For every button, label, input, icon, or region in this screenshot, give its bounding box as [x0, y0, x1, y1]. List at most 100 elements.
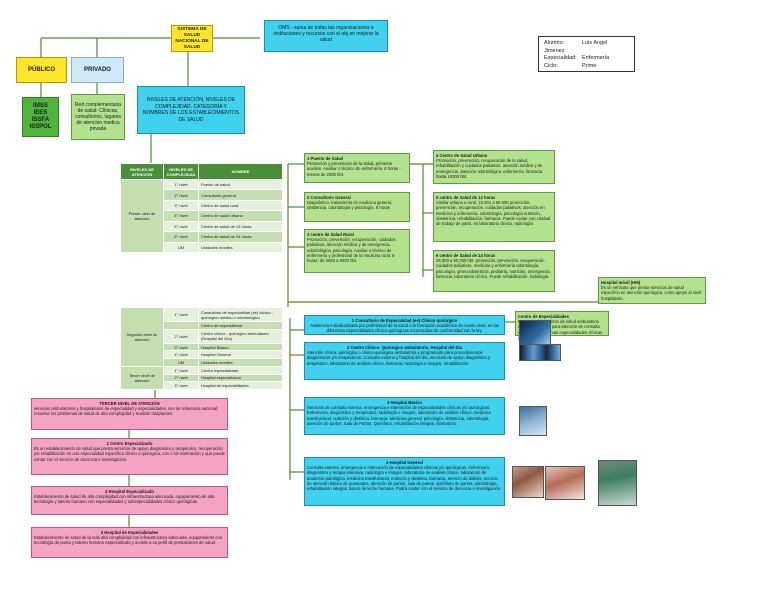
hospital-especialidades-title: 3 Hospital de Especialidades — [100, 530, 159, 535]
table-cell: 2° nivel — [163, 373, 199, 383]
centro-salud-24h-text: 25.000 a 50.000 hbt. promoción, prevenci… — [436, 258, 551, 279]
hospital-especialidades-box: 3 Hospital de Especialidades Establecimi… — [31, 527, 228, 558]
centro-clinico-box: 2 Centro Clínico- Quirúrgico ambulatorio… — [304, 342, 505, 380]
consultorio-especialidad-text: Asistencia individualizada por profesion… — [310, 323, 499, 334]
sistema-nacional-salud-label: SISTEMA DE SALUD NACIONAL DE SALUD — [175, 26, 209, 50]
hospital-general-title: 4 Hospital General — [386, 460, 423, 465]
hospital-general-box: 4 Hospital General Consulta externa, eme… — [304, 457, 505, 506]
hospital-especializado-title: 2 Hospital Especializado — [105, 489, 154, 494]
oms-box: OMS - suma de todas las organizaciones e… — [264, 20, 388, 52]
hospital-especializado-box: 2 Hospital Especializado Establecimiento… — [31, 486, 228, 515]
table-cell: Consultorio general — [198, 189, 283, 201]
hospital-movil-text: Es un vehículo que presta servicios de s… — [601, 285, 702, 301]
table-cell: 1° nivel — [163, 178, 199, 191]
publico-box: PÚBLICO — [16, 57, 67, 83]
table-cell: 3° nivel — [163, 342, 199, 352]
table-header-niveles: NIVELES DE ATENCIÓN — [120, 163, 164, 180]
hospital-basico-box: 3 Hospital Básico Servicios de consulta … — [304, 397, 505, 435]
centro-clinico-title: 2 Centro Clínico- Quirúrgico ambulatorio… — [347, 345, 462, 350]
centro-salud-12h-box: 5 centro de Salud de 12 horas Similar ur… — [433, 192, 555, 242]
centro-clinico-text: Atención clínica, quirúrgica o clínico-q… — [307, 350, 491, 366]
primer-nivel-label: Primer nivel de atención — [120, 179, 164, 253]
centro-salud-rural-title: 3 centro de Salud Rural — [307, 232, 354, 237]
table-cell: Unidades móviles — [198, 241, 283, 254]
consultorio-especialidad-box: 1 Consultorio de Especialidad (es) Clíni… — [304, 315, 505, 335]
oms-text: OMS - suma de todas las organizaciones e… — [273, 25, 379, 43]
table-cell: 3° nivel — [163, 199, 199, 212]
table-header-nombre: NOMBRE — [198, 163, 283, 180]
alumno-value: Luis Angel Jimenez — [544, 40, 608, 54]
table-cell: 4° nivel — [163, 350, 199, 360]
table-cell: UM — [163, 241, 199, 254]
centro-especializado-box: 1 Centro Especializado Es un establecimi… — [31, 438, 228, 475]
table-cell: Centro de salud de 12 horas — [198, 220, 283, 233]
hospital-basico-title: 3 Hospital Básico — [387, 400, 422, 405]
privado-desc-text: Red complementaria de salud: Clínicas, c… — [74, 102, 122, 132]
hospital-general-text: Consulta externa, emergencia e internaci… — [307, 465, 502, 492]
table-cell: 2° nivel — [163, 189, 199, 201]
centro-salud-24h-box: 6 centro de Salud de 24 horas 25.000 a 5… — [433, 250, 555, 292]
privado-box: PRIVADO — [71, 57, 124, 83]
primer-nivel-table: NIVELES DE ATENCIÓN NIVELES DE COMPLEJID… — [120, 163, 283, 254]
table-cell: Centro especializado — [198, 365, 283, 375]
medical-team-image — [598, 460, 637, 506]
publico-institutions-list: IMSS IEES ISSFA ISSPOL — [29, 103, 52, 130]
table-cell: Centro de salud urbano — [198, 210, 283, 222]
centro-salud-urbano-title: 4 Centro de Salud Urbano — [436, 153, 488, 158]
table-cell: 5° nivel — [163, 220, 199, 233]
table-cell: 2° nivel — [163, 328, 199, 344]
tercer-nivel-box: TERCER NIVEL DE ATENCIÓN servicios ambul… — [31, 398, 228, 430]
niveles-title-box: NIVELES DE ATENCIÓN, NIVELES DE COMPLEJI… — [137, 86, 245, 134]
table-cell: Centro de salud de 24 horas — [198, 231, 283, 243]
table-cell: Centro clínico - quirúrgico ambulatorio … — [198, 328, 283, 344]
table-cell: Hospital Básico — [198, 342, 283, 352]
hospital-basico-text: Servicios de consulta externa, emergenci… — [307, 405, 491, 426]
centro-salud-urbano-box: 4 Centro de Salud Urbano Promoción, prev… — [433, 150, 555, 184]
sistema-nacional-salud-box: SISTEMA DE SALUD NACIONAL DE SALUD — [171, 25, 213, 52]
table-cell: 1° nivel — [163, 307, 199, 322]
table-cell: Puesto de salud — [198, 178, 283, 191]
table-cell: Hospital General — [198, 350, 283, 360]
table-cell: Centro de salud rural — [198, 199, 283, 212]
consultorio-general-title: 2 Consultorio General — [307, 195, 351, 200]
table-header-complejidad: NIVELES DE COMPLEJIDAD — [163, 163, 199, 180]
table-cell: Consultorio de especialidad (es) clínico… — [198, 307, 283, 322]
centro-especializado-title: 1 Centro Especializado — [106, 441, 153, 446]
table-cell: 3° nivel — [163, 381, 199, 390]
especialidad-value: Enfermería — [582, 55, 610, 61]
tercer-nivel-title: TERCER NIVEL DE ATENCIÓN — [99, 401, 160, 406]
hospital-movil-box: Hospital móvil (HM) Es un vehículo que p… — [598, 277, 706, 304]
privado-label: PRIVADO — [84, 67, 111, 73]
alumno-label: Alumno: — [544, 40, 565, 46]
hospital-staff-image — [519, 406, 547, 436]
consultorio-general-text: Diagnóstico, tratamiento en medicina gen… — [307, 200, 393, 211]
centro-salud-12h-title: 5 centro de Salud de 12 horas — [436, 195, 496, 200]
hospital-movil-title: Hospital móvil (HM) — [601, 280, 641, 285]
niveles-title-text: NIVELES DE ATENCIÓN, NIVELES DE COMPLEJI… — [142, 97, 240, 123]
xray-image-1 — [519, 320, 551, 346]
publico-label: PÚBLICO — [28, 67, 55, 73]
puesto-salud-text: Promoción y prevención de la salud, prim… — [307, 161, 401, 177]
publico-institutions-box: IMSS IEES ISSFA ISSPOL — [22, 97, 59, 137]
table-cell: Hospital de especialidades — [198, 381, 283, 390]
student-info-box: Alumno:Luis Angel Jimenez Especialidad: E… — [538, 36, 635, 72]
ciclo-label: Ciclo: — [544, 62, 558, 69]
consultorio-especialidad-title: 1 Consultorio de Especialidad (es) Clíni… — [351, 318, 458, 323]
puesto-salud-title: 1 Puesto de Salud — [307, 156, 344, 161]
puesto-salud-box: 1 Puesto de Salud Promoción y prevención… — [304, 153, 410, 183]
hospital-especializado-text: Establecimiento de salud de alta complej… — [34, 494, 215, 505]
segundo-nivel-label: Segundo nivel de atención — [120, 307, 164, 367]
table-cell: Unidades móviles — [198, 358, 283, 367]
centro-salud-24h-title: 6 centro de Salud de 24 horas — [436, 253, 496, 258]
surgery-image — [545, 466, 585, 500]
centro-especialidades-title: Centro de Especialidades — [518, 314, 569, 319]
table-cell — [163, 321, 199, 330]
table-cell: Centro de especialidad — [198, 321, 283, 330]
hospital-especialidades-text: Establecimiento de salud de la más alta … — [34, 535, 223, 546]
segundo-tercer-nivel-table: Segundo nivel de atención 1° nivel Consu… — [120, 307, 283, 391]
centro-salud-rural-text: Promoción, prevención, recuperación, cui… — [307, 237, 396, 264]
table-cell: UM — [163, 358, 199, 367]
consultorio-general-box: 2 Consultorio General Diagnóstico, trata… — [304, 192, 410, 222]
especialidad-label: Especialidad: — [544, 55, 577, 61]
tercer-nivel-label: Tercer nivel de atención — [120, 365, 164, 391]
